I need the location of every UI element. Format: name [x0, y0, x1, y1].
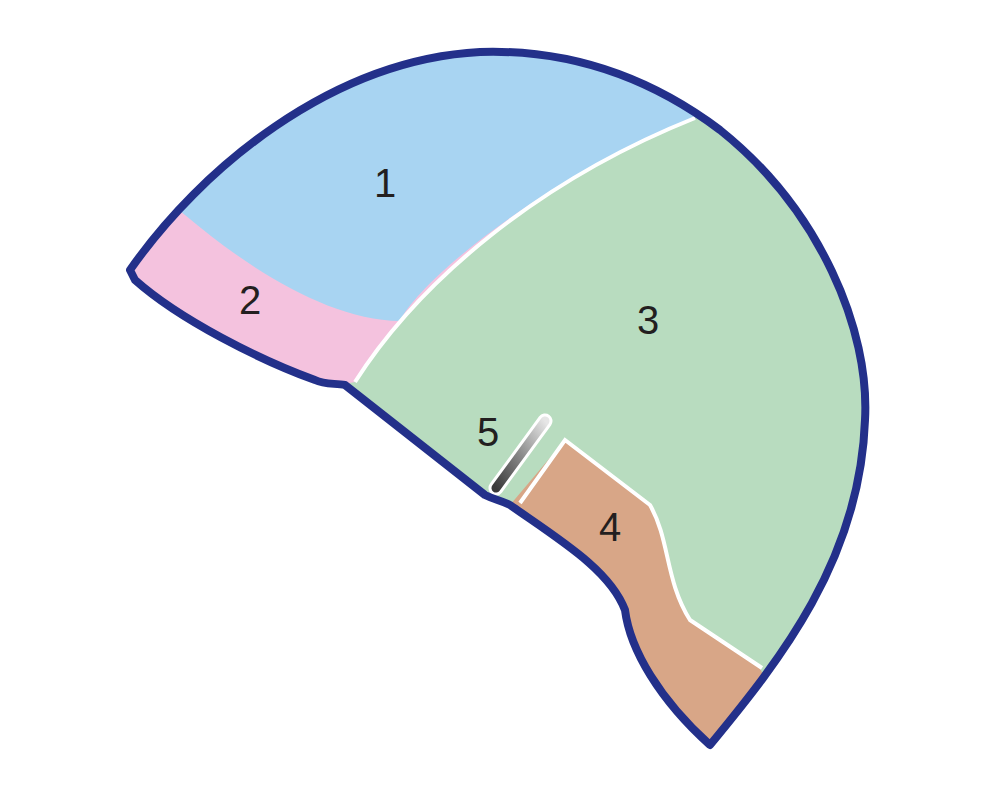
bar-outline [496, 421, 545, 488]
callout-number: 4 [599, 507, 621, 547]
brown-region [400, 440, 820, 800]
bar-implant [496, 421, 545, 488]
region-border [520, 440, 762, 668]
callout-number: 3 [637, 300, 659, 340]
outer-outline [130, 52, 865, 745]
callout-number: 1 [374, 163, 396, 203]
callout-number: 2 [239, 280, 261, 320]
region-border [355, 118, 695, 382]
blue-region [0, 0, 720, 321]
callout-number: 5 [477, 412, 499, 452]
